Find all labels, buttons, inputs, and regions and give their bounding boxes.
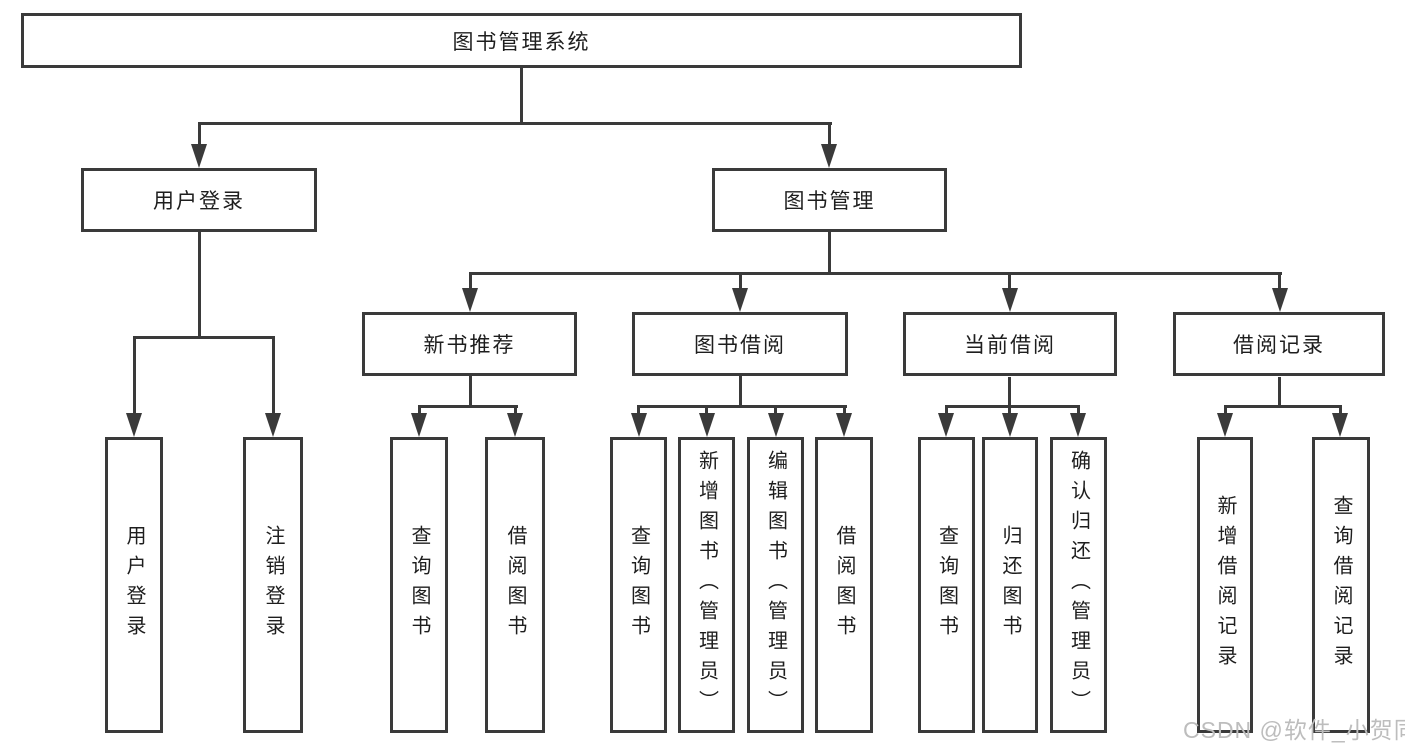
node-label: 归还图书 <box>999 525 1021 645</box>
connector-vertical-line <box>469 376 472 408</box>
connector-vertical-line <box>739 376 742 408</box>
node-borrowing-records: 借阅记录 <box>1173 312 1385 376</box>
node-leaf-query-books-recommend: 查询图书 <box>390 437 448 733</box>
arrow-down-icon <box>1002 288 1018 312</box>
arrow-down-icon <box>938 413 954 437</box>
node-book-management: 图书管理 <box>712 168 947 232</box>
connector-horizontal-line <box>1224 405 1342 408</box>
arrow-down-icon <box>411 413 427 437</box>
connector-horizontal-line <box>637 405 847 408</box>
connector-vertical-line <box>198 232 201 339</box>
node-book-borrowing: 图书借阅 <box>632 312 848 376</box>
node-leaf-query-books-borrow: 查询图书 <box>610 437 667 733</box>
connector-vertical-line <box>1278 272 1281 290</box>
node-label: 用户登录 <box>123 525 145 645</box>
node-library-management-system: 图书管理系统 <box>21 13 1022 68</box>
node-label: 新增图书（管理员） <box>695 450 718 720</box>
arrow-down-icon <box>732 288 748 312</box>
node-user-login: 用户登录 <box>81 168 317 232</box>
connector-vertical-line <box>1077 405 1080 417</box>
connector-horizontal-line <box>469 272 1282 275</box>
node-label: 确认归还（管理员） <box>1067 450 1090 720</box>
node-leaf-return-book: 归还图书 <box>982 437 1038 733</box>
connector-vertical-line <box>637 405 640 417</box>
node-leaf-confirm-return-admin: 确认归还（管理员） <box>1050 437 1107 733</box>
connector-vertical-line <box>705 405 708 417</box>
node-leaf-logout: 注销登录 <box>243 437 303 733</box>
node-leaf-add-borrow-record: 新增借阅记录 <box>1197 437 1253 733</box>
node-leaf-borrow-books-recommend: 借阅图书 <box>485 437 545 733</box>
connector-vertical-line <box>774 405 777 417</box>
node-label: 借阅图书 <box>833 525 855 645</box>
arrow-down-icon <box>1332 413 1348 437</box>
arrow-down-icon <box>631 413 647 437</box>
arrow-down-icon <box>1002 413 1018 437</box>
node-current-borrowing: 当前借阅 <box>903 312 1117 376</box>
connector-vertical-line <box>828 122 831 146</box>
connector-vertical-line <box>133 336 136 415</box>
arrow-down-icon <box>1217 413 1233 437</box>
connector-vertical-line <box>828 232 831 275</box>
arrow-down-icon <box>821 144 837 168</box>
connector-horizontal-line <box>198 122 832 125</box>
node-leaf-user-login: 用户登录 <box>105 437 163 733</box>
connector-vertical-line <box>1278 377 1281 408</box>
node-label: 编辑图书（管理员） <box>764 450 787 720</box>
arrow-down-icon <box>191 144 207 168</box>
node-leaf-borrow-books: 借阅图书 <box>815 437 873 733</box>
connector-vertical-line <box>739 272 742 290</box>
connector-vertical-line <box>1008 377 1011 408</box>
connector-vertical-line <box>514 405 517 417</box>
connector-vertical-line <box>945 405 948 417</box>
arrow-down-icon <box>836 413 852 437</box>
arrow-down-icon <box>507 413 523 437</box>
connector-horizontal-line <box>133 336 275 339</box>
connector-horizontal-line <box>945 405 1080 408</box>
node-label: 查询图书 <box>408 525 430 645</box>
node-leaf-add-book-admin: 新增图书（管理员） <box>678 437 735 733</box>
connector-vertical-line <box>843 405 846 417</box>
arrow-down-icon <box>462 288 478 312</box>
connector-vertical-line <box>272 336 275 415</box>
arrow-down-icon <box>1070 413 1086 437</box>
connector-vertical-line <box>1339 405 1342 417</box>
node-new-book-recommendation: 新书推荐 <box>362 312 577 376</box>
arrow-down-icon <box>768 413 784 437</box>
connector-vertical-line <box>418 405 421 417</box>
node-label: 新增借阅记录 <box>1214 495 1236 675</box>
node-label: 注销登录 <box>262 525 284 645</box>
connector-vertical-line <box>1008 405 1011 417</box>
arrow-down-icon <box>126 413 142 437</box>
connector-vertical-line <box>1224 405 1227 417</box>
node-label: 查询图书 <box>935 525 958 645</box>
connector-vertical-line <box>198 122 201 146</box>
node-leaf-query-borrow-record: 查询借阅记录 <box>1312 437 1370 733</box>
connector-horizontal-line <box>418 405 518 408</box>
csdn-watermark: CSDN @软件_小贺同学 <box>1183 717 1405 743</box>
node-label: 查询借阅记录 <box>1330 495 1352 675</box>
connector-vertical-line <box>469 272 472 290</box>
connector-vertical-line <box>520 68 523 124</box>
arrow-down-icon <box>265 413 281 437</box>
node-label: 查询图书 <box>627 525 650 645</box>
arrow-down-icon <box>699 413 715 437</box>
arrow-down-icon <box>1272 288 1288 312</box>
node-label: 借阅图书 <box>504 525 526 645</box>
node-leaf-edit-book-admin: 编辑图书（管理员） <box>747 437 804 733</box>
node-leaf-query-books-current: 查询图书 <box>918 437 975 733</box>
connector-vertical-line <box>1008 272 1011 290</box>
